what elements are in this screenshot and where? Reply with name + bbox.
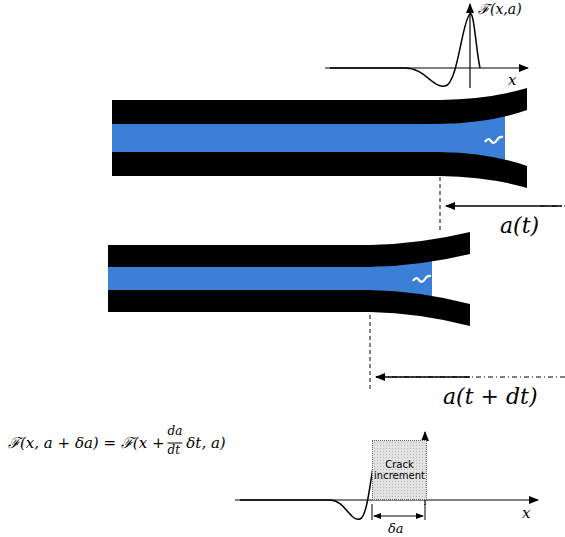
equation-part: δt, a) xyxy=(186,435,225,452)
equation-fraction: da xyxy=(167,425,182,438)
equation-part: ℱ(x, a + δa) = ℱ(x + xyxy=(8,435,164,452)
increment-region: Crack increment xyxy=(372,440,427,500)
crack-length-label: a(t) xyxy=(500,214,539,238)
crack-length-label: a(t + dt) xyxy=(443,385,537,409)
region-label: Crack increment xyxy=(373,459,426,482)
dimension-label: δa xyxy=(388,522,404,536)
equation-fraction: dt xyxy=(167,444,180,457)
axis-label: x xyxy=(522,505,530,522)
axis-label: x xyxy=(508,72,516,89)
axis-label: ℱ(x,a) xyxy=(478,2,522,17)
